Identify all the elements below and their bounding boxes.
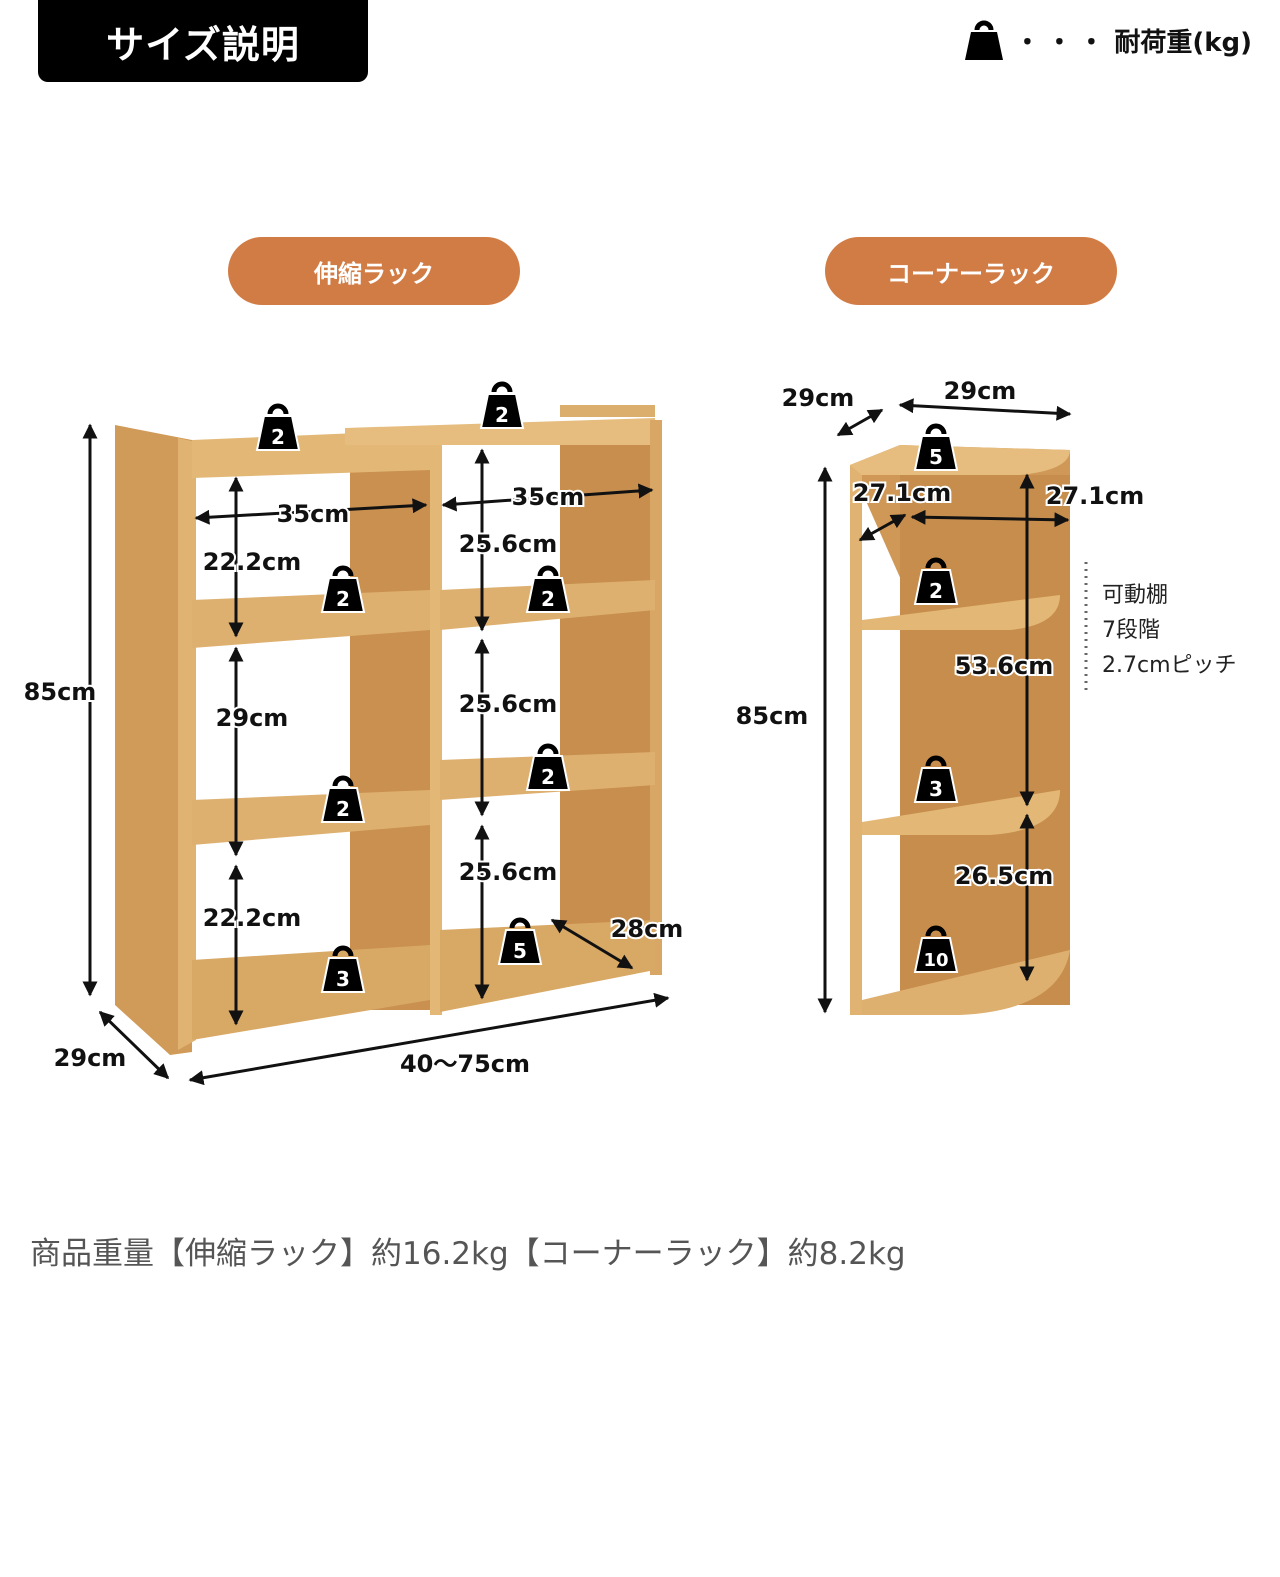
depth-arrow [98, 1010, 170, 1080]
adjustable-shelf-note: 可動棚 7段階 2.7cmピッチ [1102, 578, 1237, 683]
svg-text:10: 10 [923, 950, 948, 971]
note-line-1: 可動棚 [1102, 583, 1169, 608]
corner-rack-dimensions: 85cm 29cm 29cm 27.1cm 27.1cm 53.6cm 26.5… [734, 375, 1146, 1014]
legend-dots: ・・・ [1014, 27, 1111, 58]
weight-icon [965, 20, 1004, 60]
extending-rack-depth: 29cm [54, 1044, 127, 1072]
load-badge: 3 [322, 948, 364, 992]
section-title: サイズ説明 [38, 0, 368, 82]
note-line-2: 7段階 [1102, 618, 1160, 643]
svg-text:2: 2 [541, 765, 555, 789]
corner-rack-height: 85cm [736, 702, 809, 730]
right-height-3: 25.6cm [459, 858, 557, 886]
load-badge: 2 [915, 560, 957, 604]
right-height-2: 25.6cm [459, 690, 557, 718]
svg-text:3: 3 [929, 777, 943, 801]
svg-text:5: 5 [929, 445, 943, 469]
corner-rack-loads: 5 2 3 10 [915, 426, 957, 972]
note-line-3: 2.7cmピッチ [1102, 653, 1237, 678]
extending-rack-label: 伸縮ラック [228, 237, 520, 305]
corner-top [850, 445, 1070, 475]
load-badge: 3 [915, 758, 957, 802]
load-badge: 2 [257, 406, 299, 450]
extending-rack-height: 85cm [24, 678, 97, 706]
load-badge: 2 [527, 746, 569, 790]
product-weight-text: 商品重量【伸縮ラック】約16.2kg【コーナーラック】約8.2kg [30, 1236, 906, 1272]
corner-upper-height: 53.6cm [955, 652, 1053, 680]
load-badge: 2 [322, 778, 364, 822]
legend-label: 耐荷重(kg) [1114, 27, 1252, 58]
load-badge: 2 [527, 568, 569, 612]
load-badge: 10 [915, 928, 957, 972]
left-side-panel [115, 425, 192, 1055]
extending-rack-loads: 2 2 2 2 2 2 3 5 [257, 384, 569, 992]
left-height-3: 22.2cm [203, 904, 301, 932]
corner-inner-depth: 27.1cm [853, 479, 951, 507]
left-unit-back [350, 470, 430, 1010]
corner-rack-illustration [850, 445, 1070, 1015]
corner-inner-width: 27.1cm [1046, 482, 1144, 510]
inner-width-right: 35cm [512, 483, 585, 511]
corner-rack-depth: 29cm [782, 384, 855, 412]
inner-depth: 28cm [611, 915, 684, 943]
svg-text:2: 2 [495, 403, 509, 427]
svg-text:2: 2 [541, 587, 555, 611]
extending-rack-width: 40〜75cm [400, 1050, 530, 1078]
corner-rack-label: コーナーラック [825, 237, 1117, 305]
load-legend: ・・・ 耐荷重(kg) [962, 18, 1252, 62]
width-arrow [188, 992, 670, 1086]
svg-text:2: 2 [336, 587, 350, 611]
load-badge: 2 [481, 384, 523, 428]
extending-rack-dimensions: 85cm 29cm 40〜75cm 35cm 35cm 28cm 22.2cm … [22, 423, 685, 1086]
svg-text:2: 2 [929, 579, 943, 603]
svg-text:2: 2 [271, 425, 285, 449]
svg-text:5: 5 [513, 939, 527, 963]
inner-width-left: 35cm [277, 500, 350, 528]
left-height-1: 22.2cm [203, 548, 301, 576]
right-unit-back [560, 445, 655, 970]
left-height-2: 29cm [216, 704, 289, 732]
load-badge: 5 [915, 426, 957, 470]
load-badge: 2 [322, 568, 364, 612]
svg-text:3: 3 [336, 967, 350, 991]
corner-lower-height: 26.5cm [955, 862, 1053, 890]
load-badge: 5 [499, 920, 541, 964]
corner-rack-width: 29cm [944, 377, 1017, 405]
right-height-1: 25.6cm [459, 530, 557, 558]
right-unit-top [345, 418, 655, 445]
svg-text:2: 2 [336, 797, 350, 821]
